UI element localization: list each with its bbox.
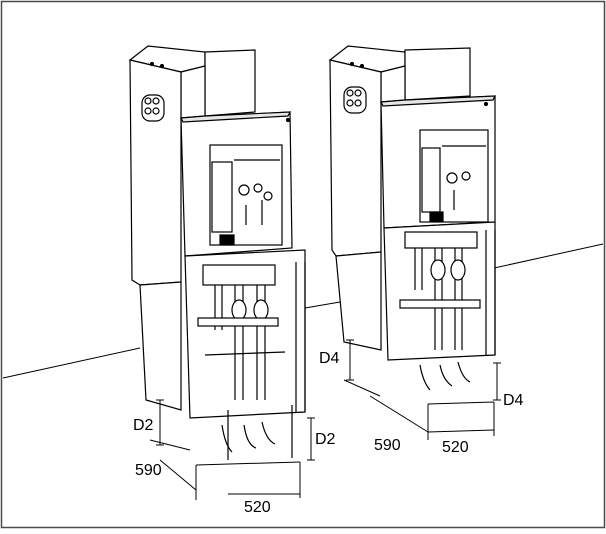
right-width-label: 520 [442, 439, 469, 456]
left-cabinet [128, 45, 306, 460]
right-height-front-label: D4 [503, 392, 524, 409]
right-depth-label: 590 [374, 437, 401, 454]
floor-wall-line [2, 243, 604, 379]
right-cabinet [328, 45, 496, 391]
left-height-front-label: D2 [315, 431, 336, 448]
left-depth-label: 590 [135, 462, 162, 479]
left-width-label: 520 [244, 499, 271, 516]
right-height-rear-label: D4 [319, 350, 340, 367]
left-height-rear-label: D2 [133, 417, 154, 434]
right-dimensions [343, 339, 501, 440]
left-dimensions [149, 399, 315, 500]
